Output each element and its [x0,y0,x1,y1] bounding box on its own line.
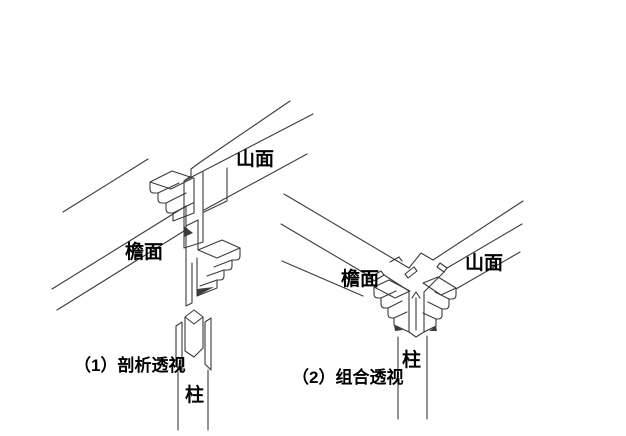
fig1-column-label: 柱 [185,385,205,406]
fig2-drawing [280,193,524,420]
fig2-shanmian-beam-drawing [432,200,524,290]
fig1-shanmian-beam-drawing [149,100,314,249]
fig2-shanmian-label: 山面 [465,253,504,274]
fig1-yanmian-label: 檐面 [125,242,164,263]
fig1-shanmian-label: 山面 [236,149,275,170]
fig1-yanmian-beam-drawing [51,158,241,311]
fig1-caption: （1）剖析透视 [74,356,186,375]
fig2-joint-drawing [370,252,457,338]
fig2-yanmian-beam-drawing [280,193,410,297]
fig1-column-drawing [175,309,212,431]
fig2-column-label: 柱 [402,350,422,371]
fig2-column-drawing [397,335,428,420]
fig1-drawing [51,100,314,431]
fig2-caption: （2）组合透视 [292,368,404,387]
fig2-yanmian-label: 檐面 [341,269,380,290]
